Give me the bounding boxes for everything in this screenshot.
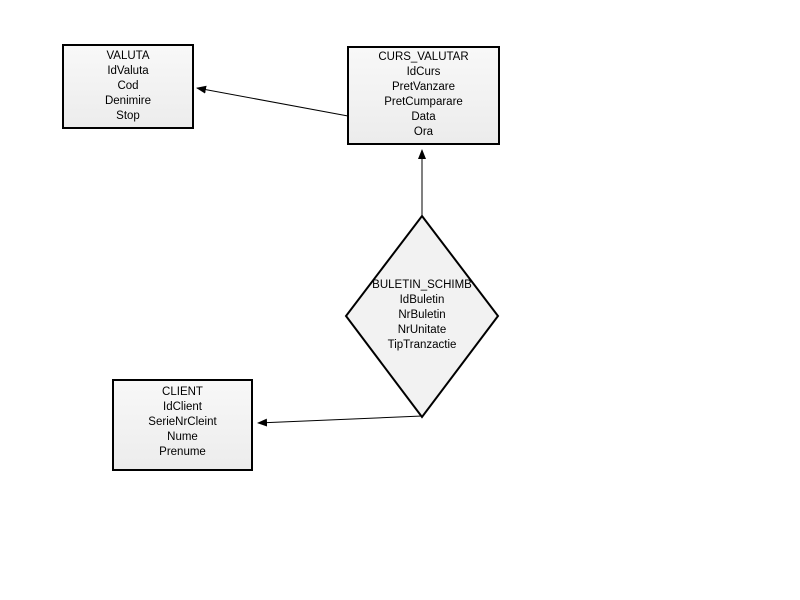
entity-title: CLIENT [162,386,203,398]
entity-field: Prenume [159,446,206,458]
entity-valuta[interactable]: VALUTA IdValuta Cod Denimire Stop [62,44,194,129]
relationship-field: NrUnitate [397,324,447,336]
entity-title: VALUTA [106,50,150,62]
relationship-diamond-shape[interactable] [344,214,500,419]
entity-field: SerieNrCleint [148,416,217,428]
connector-curs-valutar-to-valuta[interactable] [196,85,349,117]
entity-field: Cod [117,80,139,92]
entity-field: Data [411,111,436,123]
relationship-field: NrBuletin [398,309,446,321]
entity-field: Ora [413,126,434,138]
entity-field: IdCurs [406,66,441,78]
connector-buletin-schimb-to-client[interactable] [257,415,423,427]
entity-client[interactable]: CLIENT IdClient SerieNrCleint Nume Prenu… [112,379,253,471]
relationship-title: BULETIN_SCHIMB [372,279,472,291]
entity-field: Stop [116,110,140,122]
entity-curs-valutar[interactable]: CURS_VALUTAR IdCurs PretVanzare PretCump… [347,46,500,145]
relationship-field: TipTranzactie [387,339,457,351]
relationship-buletin-schimb[interactable]: BULETIN_SCHIMB IdBuletin NrBuletin NrUni… [322,278,522,353]
entity-title: CURS_VALUTAR [378,51,469,63]
entity-field: PretCumparare [384,96,463,108]
entity-field: Denimire [104,95,151,107]
entity-field: Nume [167,431,198,443]
relationship-field: IdBuletin [399,294,445,306]
entity-field: IdClient [163,401,202,413]
entity-field: IdValuta [107,65,149,77]
entity-field: PretVanzare [391,81,456,93]
